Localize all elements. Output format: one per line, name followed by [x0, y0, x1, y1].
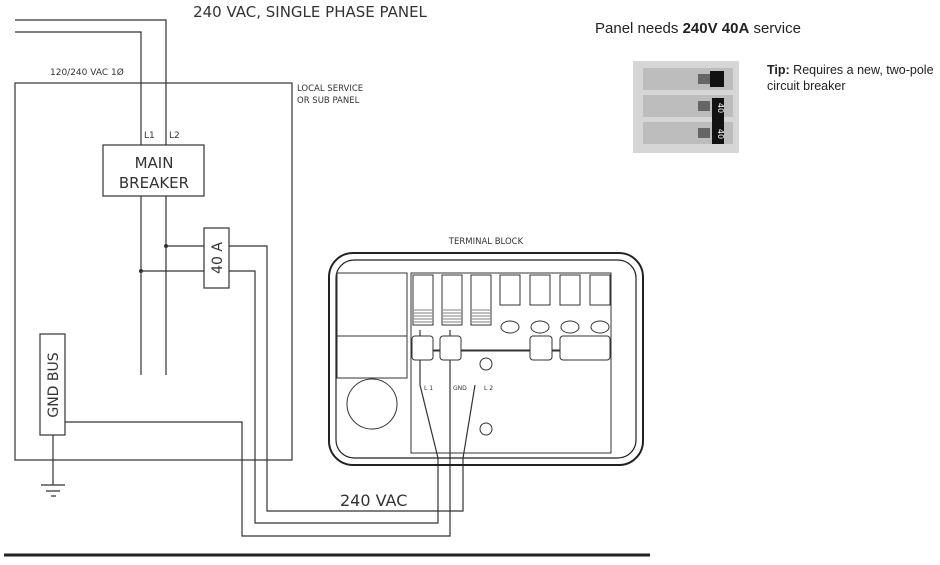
info-suffix: service: [749, 20, 801, 37]
terminal-l1-label: L 1: [424, 385, 433, 392]
incoming-l2-wire: [15, 19, 167, 145]
diagram-title: 240 VAC, SINGLE PHASE PANEL: [193, 3, 427, 21]
main-breaker-label-1: MAIN: [135, 154, 174, 172]
l1-feeder-wire: [229, 270, 439, 524]
info-prefix: Panel needs: [595, 20, 683, 37]
breaker-rating-label: 40 A: [210, 242, 226, 274]
terminal-gnd-label: GND: [453, 385, 467, 392]
breaker-taps: [141, 245, 204, 272]
l2-label: L2: [169, 131, 180, 141]
tip-label: Tip:: [767, 63, 790, 77]
supply-label: 120/240 VAC 1Ø: [50, 67, 124, 78]
terminal-block-label: TERMINAL BLOCK: [448, 237, 524, 247]
tip-body: Requires a new, two-pole circuit breaker: [767, 63, 934, 93]
panel-label-2: OR SUB PANEL: [297, 96, 360, 106]
terminal-block: [328, 252, 644, 466]
feed-label: 240 VAC: [340, 491, 407, 510]
terminal-l2-label: L 2: [484, 385, 493, 392]
service-panel-box: [14, 82, 293, 461]
ground-symbol-icon: [41, 435, 65, 497]
service-requirement: Panel needs 240V 40A service: [595, 20, 801, 37]
l2-feeder-wire: [229, 245, 476, 512]
gnd-bus-label: GND BUS: [46, 352, 62, 417]
main-breaker-box: [102, 144, 205, 197]
l1-label: L1: [144, 131, 155, 141]
main-breaker-label-2: BREAKER: [119, 174, 189, 192]
incoming-l1-wire: [15, 31, 142, 145]
breaker-panel-image: 40 40: [633, 61, 739, 153]
bus-bars: [140, 196, 167, 375]
info-bold: 240V 40A: [682, 20, 750, 37]
40a-breaker-box: [203, 227, 230, 289]
tip-text: Tip: Requires a new, two-pole circuit br…: [767, 62, 937, 94]
breaker-image-rating: 40: [716, 103, 725, 113]
gnd-feeder-wire: [65, 330, 451, 537]
breaker-image-rating: 40: [716, 129, 725, 139]
panel-label-1: LOCAL SERVICE: [297, 84, 363, 94]
